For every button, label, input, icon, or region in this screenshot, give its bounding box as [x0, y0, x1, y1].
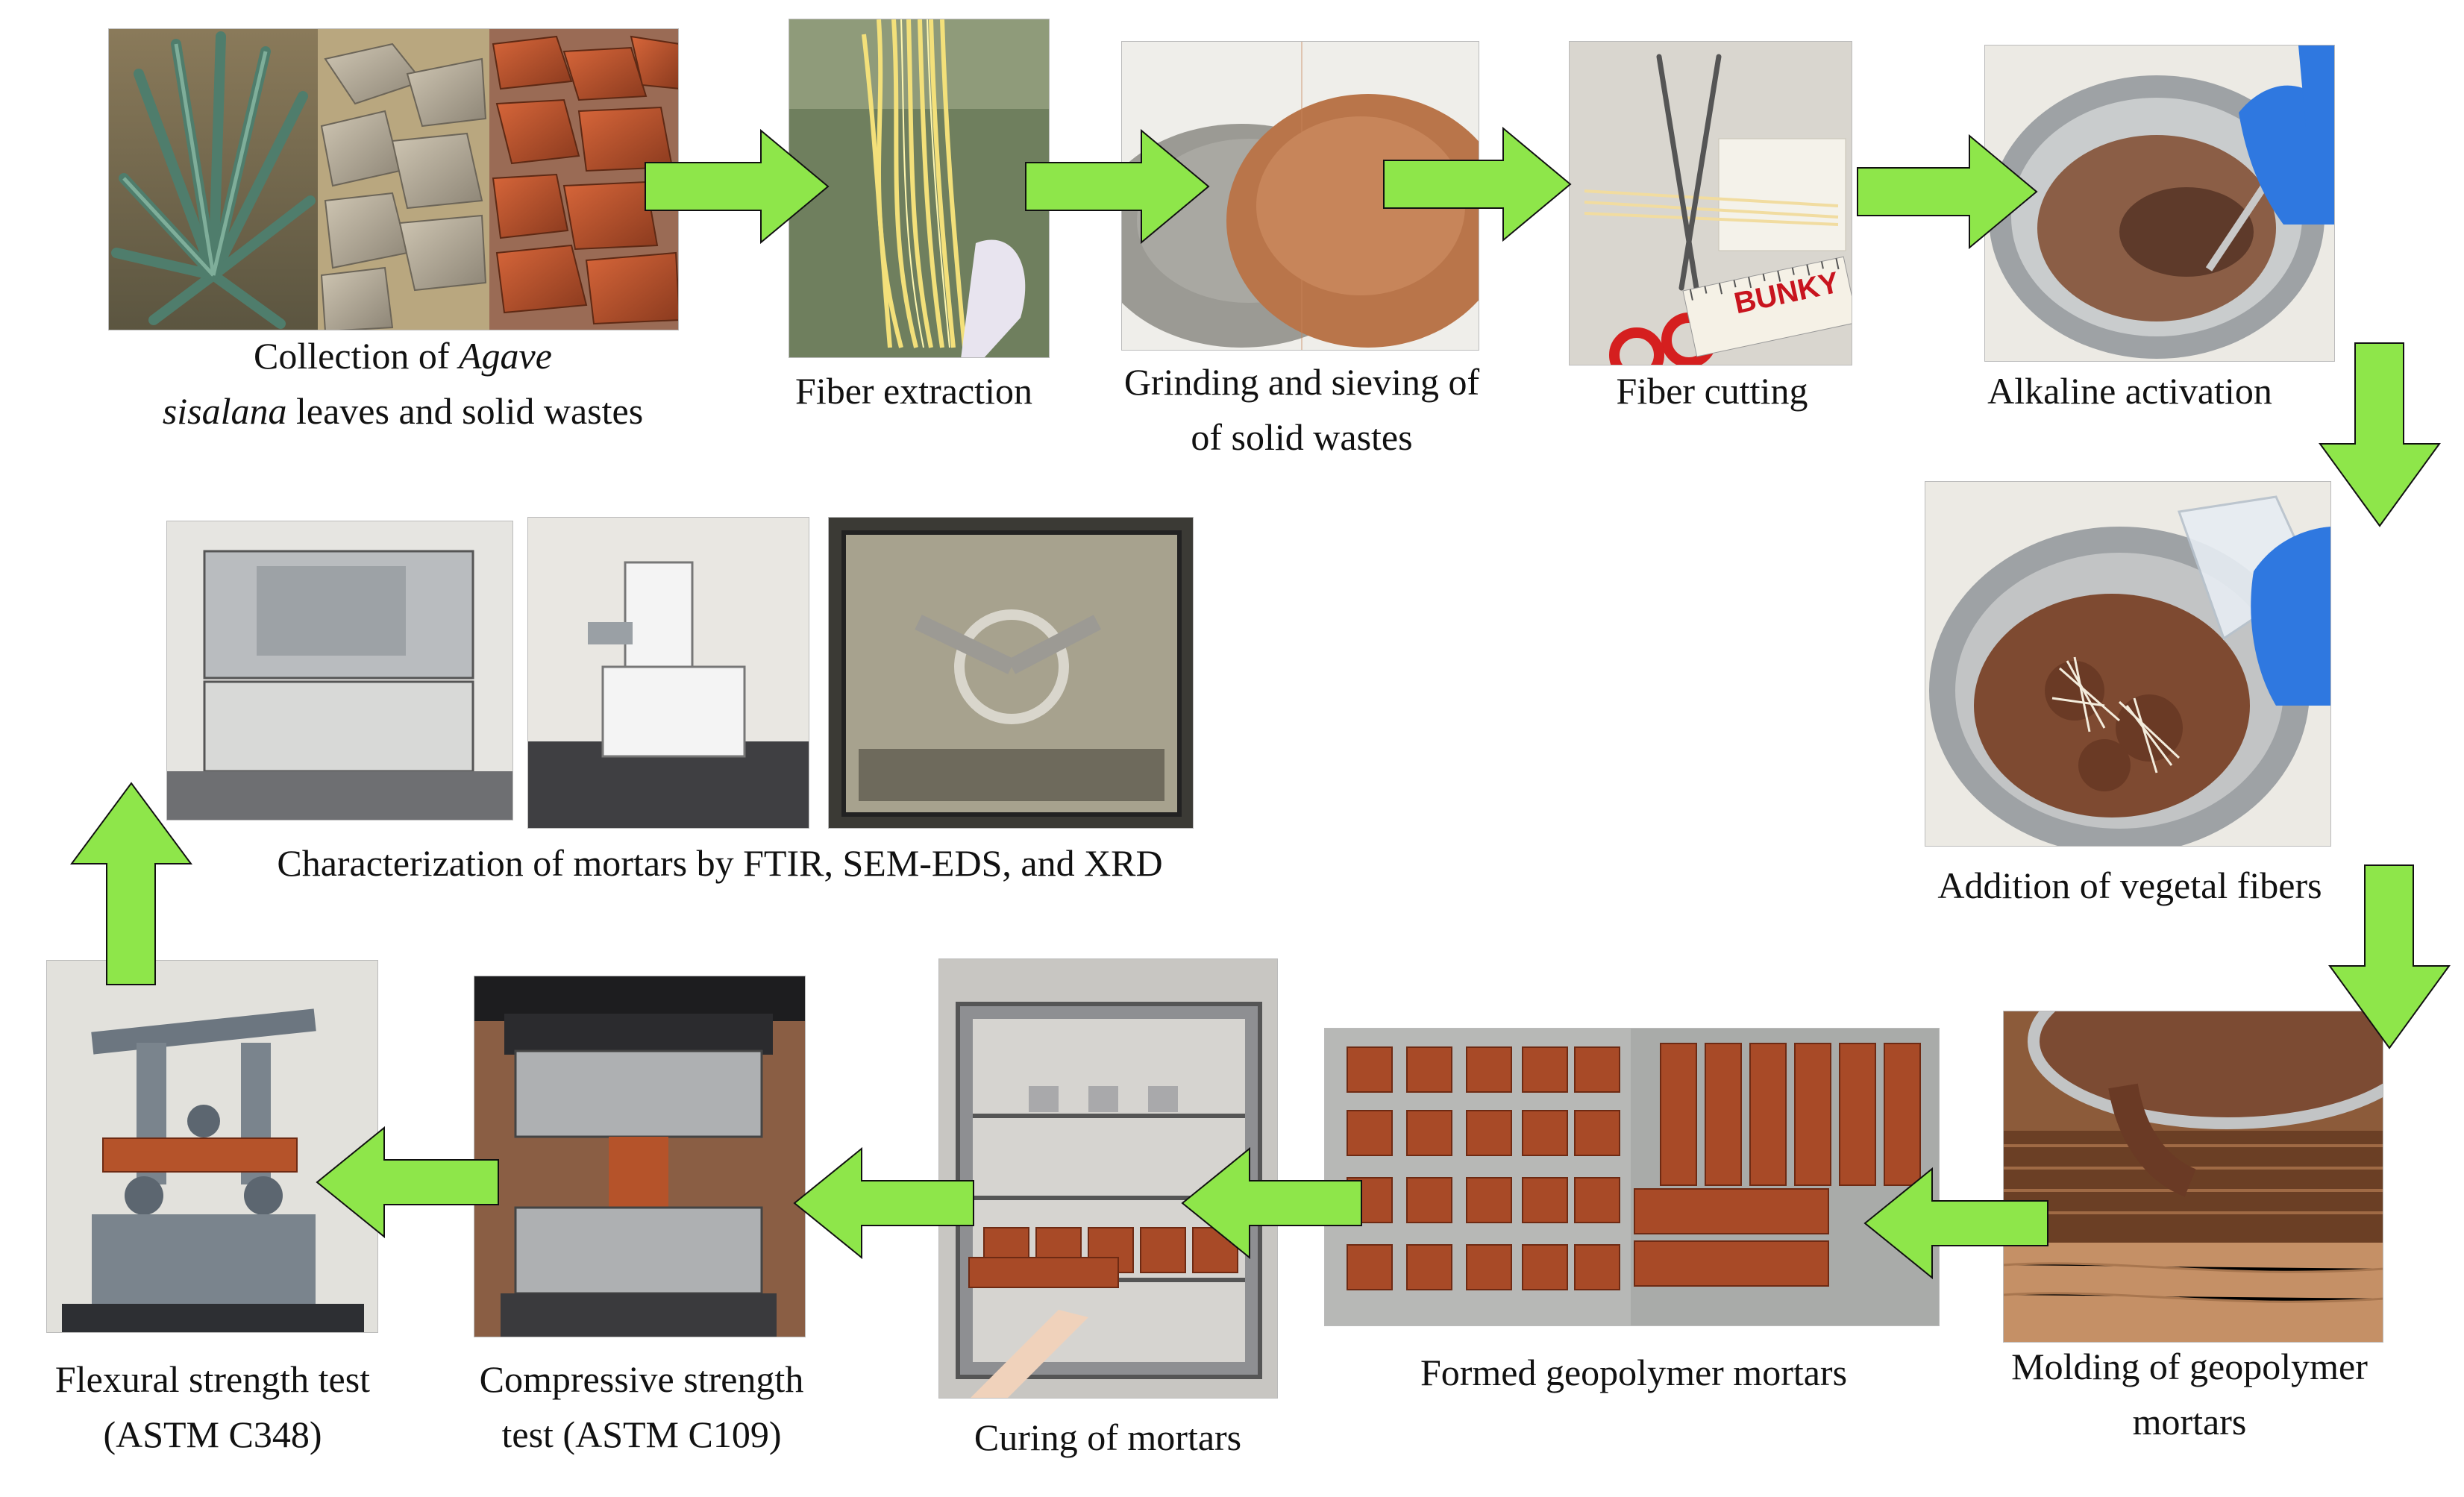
caption-collection: Collection of Agave sisalana leaves and … — [162, 335, 644, 432]
arrow-right-4 — [1857, 134, 2038, 250]
caption-flexural: Flexural strength test (ASTM C348) — [54, 1358, 371, 1455]
arrow-left-2 — [1181, 1146, 1362, 1260]
photo-sem-eds — [527, 517, 809, 829]
caption-fiber-cutting: Fiber cutting — [1616, 370, 1808, 412]
caption-compressive: Compressive strength test (ASTM C109) — [479, 1358, 804, 1455]
arrow-right-1 — [645, 128, 830, 245]
photo-fiber-cutting: BUNKY — [1569, 41, 1852, 365]
photo-flexural-test — [46, 960, 378, 1333]
caption-molding: Molding of geopolymer mortars — [2011, 1346, 2368, 1443]
caption-alkaline-activation: Alkaline activation — [1987, 370, 2272, 412]
arrow-left-1 — [1863, 1167, 2048, 1280]
caption-curing: Curing of mortars — [974, 1416, 1242, 1458]
caption-grinding: Grinding and sieving of of solid wastes — [1123, 361, 1480, 458]
arrow-left-3 — [793, 1146, 974, 1260]
arrow-right-3 — [1383, 126, 1572, 242]
photo-fiber-extraction — [789, 19, 1050, 358]
caption-fiber-extraction: Fiber extraction — [795, 370, 1032, 412]
caption-characterization: Characterization of mortars by FTIR, SEM… — [277, 842, 1163, 884]
arrow-down-2 — [2328, 864, 2451, 1049]
caption-addition-fibers: Addition of vegetal fibers — [1937, 864, 2322, 906]
photo-formed-mortars — [1324, 1028, 1940, 1326]
photo-ftir — [166, 521, 513, 820]
arrow-left-4 — [316, 1126, 499, 1239]
photo-collection — [108, 28, 679, 330]
arrow-right-2 — [1025, 128, 1210, 245]
photo-compressive-test — [474, 976, 806, 1337]
photo-addition-fibers — [1925, 481, 2331, 847]
caption-formed: Formed geopolymer mortars — [1420, 1352, 1848, 1393]
photo-alkaline-activation — [1984, 45, 2335, 362]
photo-molding — [2003, 1011, 2383, 1343]
photo-xrd — [828, 517, 1194, 829]
arrow-up-1 — [70, 782, 192, 985]
arrow-down-1 — [2319, 342, 2441, 527]
